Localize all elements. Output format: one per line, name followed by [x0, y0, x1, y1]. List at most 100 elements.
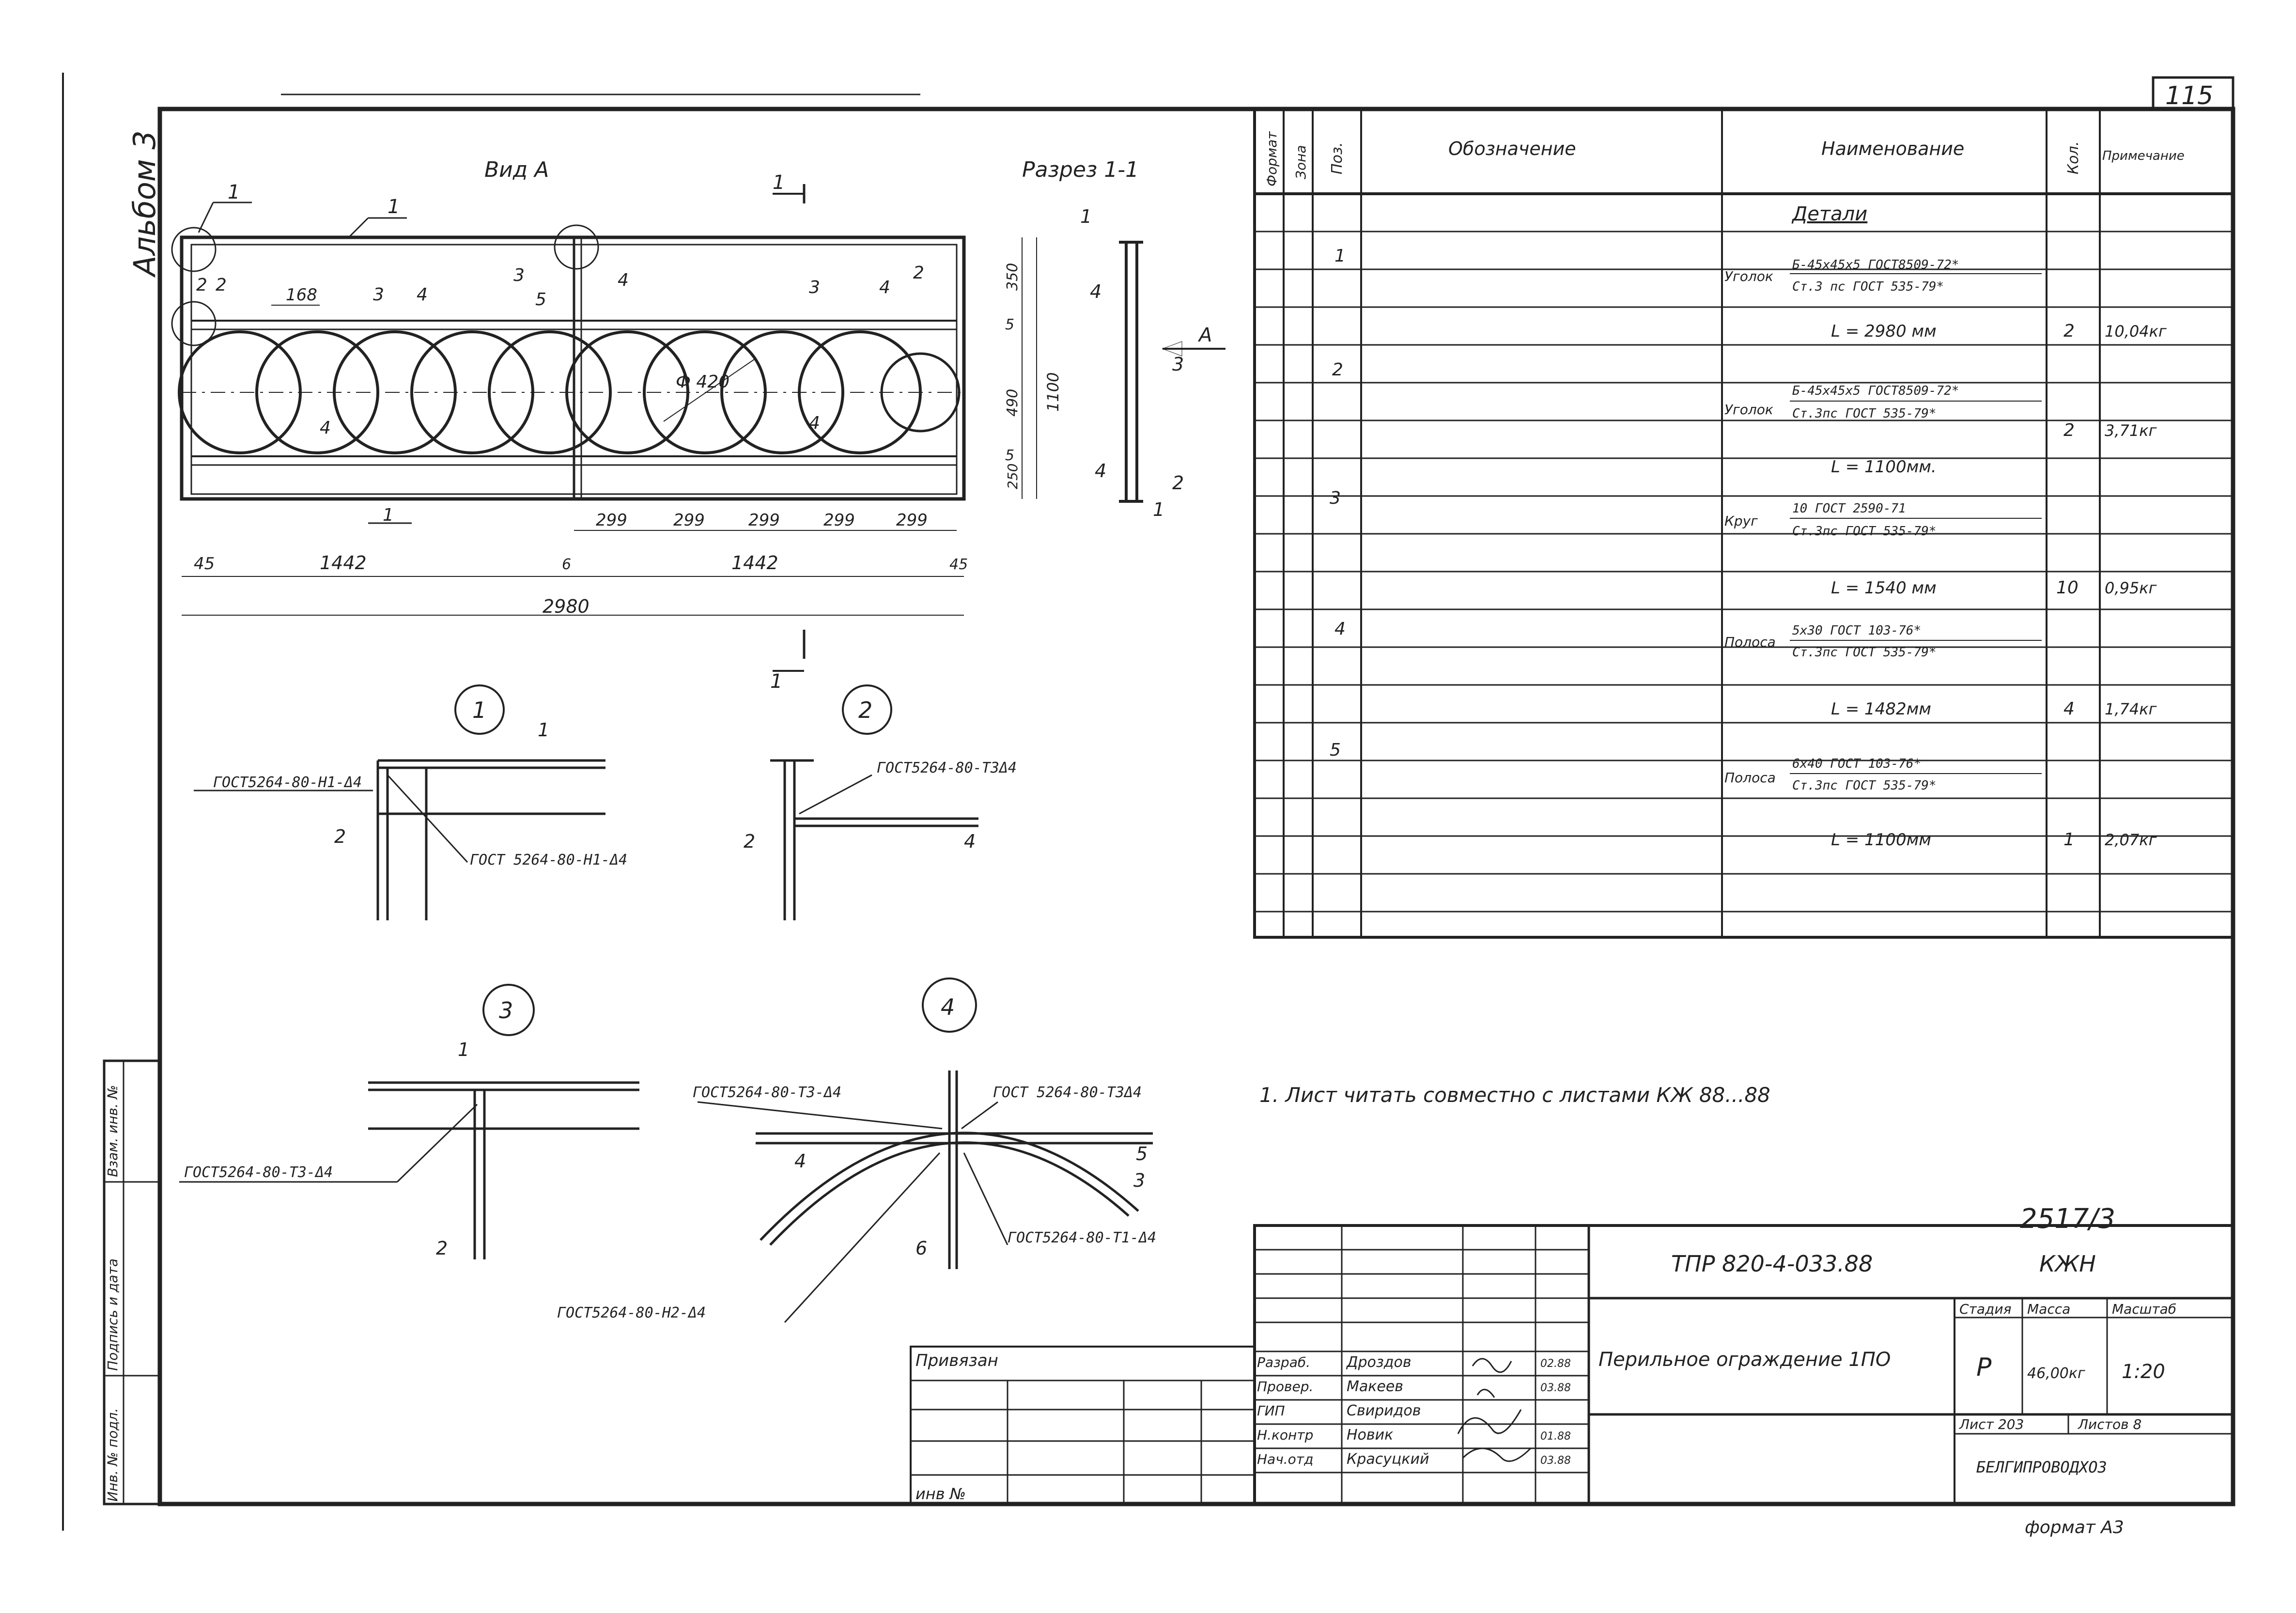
- callout-4a: 4: [417, 285, 428, 305]
- view-title: Вид А: [484, 157, 549, 182]
- detail-4-gost-a: ГОСТ5264-80-Т3-Δ4: [693, 1084, 841, 1101]
- sec-callout-1a: 1: [1080, 206, 1092, 227]
- detail-2-gost-a: ГОСТ5264-80-Т3Δ4: [877, 760, 1017, 776]
- sec-callout-3: 3: [1172, 354, 1184, 375]
- ring: [720, 330, 844, 454]
- arrow-a-label: А: [1197, 324, 1212, 346]
- ring: [178, 330, 302, 454]
- r4-length: L = 1482мм: [1831, 699, 1931, 719]
- hdr-note: Примечание: [2102, 149, 2185, 163]
- ring: [565, 330, 689, 454]
- r5-prefix: Полоса: [1724, 770, 1776, 786]
- dim-5b: 5: [1005, 447, 1014, 464]
- callout-4e: 4: [809, 413, 820, 433]
- r5-length: L = 1100мм: [1831, 830, 1931, 850]
- pos-1: 1: [1334, 246, 1346, 266]
- outer-frame: [157, 107, 2235, 1506]
- scale: 1:20: [2122, 1361, 2165, 1383]
- r2-prefix: Уголок: [1724, 402, 1773, 418]
- section-mark-1a: 1: [773, 171, 785, 194]
- callout-2c: 2: [913, 263, 924, 283]
- stamp-podpis: Подпись и дата: [105, 1258, 121, 1371]
- hdr-designation: Обозначение: [1448, 138, 1576, 159]
- date-1: 03.88: [1540, 1382, 1571, 1394]
- r4-top: 5х30 ГОСТ 103-76*: [1792, 623, 1921, 638]
- dim-1100: 1100: [1044, 372, 1062, 412]
- r1-note: 10,04кг: [2105, 322, 2167, 341]
- ring: [410, 330, 534, 454]
- signature: [1457, 1358, 1532, 1462]
- r3-qty: 10: [2056, 578, 2079, 598]
- leader: [198, 202, 214, 233]
- leader: [799, 774, 872, 815]
- r4-prefix: Полоса: [1724, 634, 1776, 650]
- dim-490: 490: [1004, 389, 1021, 417]
- callout-1a: 1: [228, 181, 240, 203]
- detail-1-gost-b: ГОСТ 5264-80-Н1-Δ4: [470, 852, 627, 869]
- hdr-qty: Кол.: [2065, 141, 2082, 174]
- stage: Р: [1976, 1353, 1992, 1382]
- sec-callout-4b: 4: [1095, 460, 1106, 481]
- detail-4-gost-d: ГОСТ5264-80-Н2-Δ4: [557, 1304, 706, 1321]
- ring: [488, 330, 612, 454]
- dim-168: 168: [286, 285, 317, 305]
- detail-ring-3: [554, 224, 599, 270]
- r1-qty: 2: [2063, 321, 2075, 341]
- dim-250: 250: [1005, 464, 1021, 489]
- callout-4b: 4: [618, 270, 629, 290]
- callout-5: 5: [535, 290, 546, 310]
- arrow-a-head: [1162, 341, 1182, 357]
- detail-4: 4 ГОСТ5264-80-Т3-Δ4 ГОСТ 5264-80-Т3Δ4 ГО…: [557, 977, 1156, 1323]
- detail-3-num: 3: [499, 997, 513, 1024]
- detail-1-body: [376, 759, 605, 920]
- section-mark-1b: 1: [770, 670, 782, 693]
- title-block: Привязан инв № Разраб. Дроздов 02.88 Про…: [910, 1224, 2234, 1505]
- spec-table: Формат Зона Поз. Обозначение Наименовани…: [1253, 108, 2234, 939]
- r1-length: L = 2980 мм: [1831, 322, 1937, 341]
- page-number: 115: [2165, 81, 2213, 110]
- dim-1442b: 1442: [731, 552, 778, 574]
- leader: [348, 217, 369, 238]
- stamp-inv-podl: Инв. № подл.: [105, 1408, 121, 1502]
- hdr-zone: Зона: [1293, 145, 1309, 179]
- detail-4-gost-c: ГОСТ5264-80-Т1-Δ4: [1008, 1229, 1156, 1246]
- view-a: Вид А Разрез 1-1 1: [171, 157, 1226, 693]
- callout-2: 2: [196, 275, 207, 295]
- privyazan: Привязан: [915, 1351, 998, 1370]
- r3-top: 10 ГОСТ 2590-71: [1792, 501, 1906, 516]
- r2-length: L = 1100мм.: [1831, 457, 1937, 477]
- pos-4: 4: [1334, 619, 1346, 639]
- r4-qty: 4: [2063, 699, 2075, 719]
- detail-3-part-1: 1: [458, 1039, 469, 1060]
- r2-note: 3,71кг: [2105, 421, 2157, 440]
- detail-3: 3 ГОСТ5264-80-Т3-Δ4 1 2: [179, 984, 639, 1259]
- dim-6: 6: [562, 556, 571, 573]
- sec-callout-4a: 4: [1090, 281, 1101, 302]
- callout-4d: 4: [320, 418, 331, 438]
- dim-350: 350: [1004, 263, 1021, 291]
- ring: [643, 330, 767, 454]
- spec-frame: [1253, 108, 2234, 939]
- role-1: Провер.: [1257, 1379, 1313, 1395]
- scale-label: Масштаб: [2112, 1301, 2176, 1317]
- sec-callout-1b: 1: [1153, 499, 1164, 520]
- name-4: Красуцкий: [1347, 1451, 1429, 1468]
- callout-3c: 3: [809, 278, 820, 297]
- doc-title: Перильное ограждение 1ПО: [1598, 1349, 1891, 1371]
- date-4: 03.88: [1540, 1455, 1571, 1467]
- phi-leader: [663, 358, 756, 422]
- name-0: Дроздов: [1346, 1354, 1412, 1371]
- ring: [880, 352, 961, 433]
- detail-4-body: [756, 1070, 1153, 1269]
- detail-2-bubble: [842, 684, 892, 735]
- name-2: Свиридов: [1347, 1402, 1421, 1419]
- detail-4-gost-b: ГОСТ 5264-80-Т3Δ4: [993, 1084, 1142, 1101]
- detail-ring-1: [171, 227, 217, 272]
- spec-section-title: Детали: [1791, 203, 1867, 225]
- detail-4-bubble: [922, 977, 977, 1033]
- mass: 46,00кг: [2027, 1365, 2085, 1382]
- pos-5: 5: [1330, 740, 1341, 760]
- ring: [255, 330, 379, 454]
- ring: [333, 330, 457, 454]
